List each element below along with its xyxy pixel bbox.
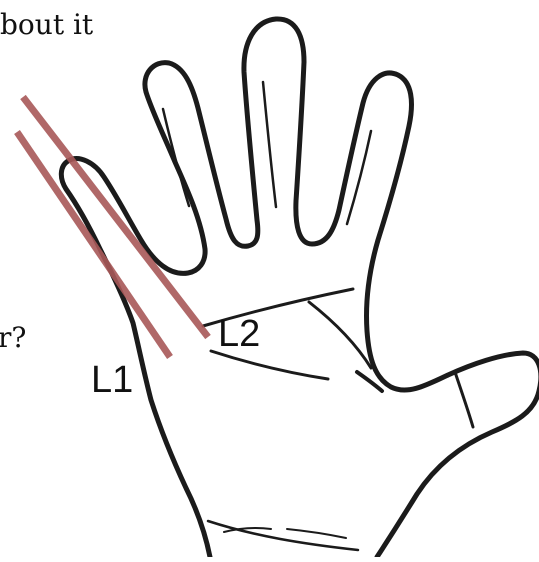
label-l2: L2: [218, 313, 260, 355]
text-fragment-top: bout it: [0, 8, 94, 41]
guide-lines: [17, 97, 208, 357]
text-fragment-left: r?: [0, 321, 26, 354]
label-l1: L1: [91, 359, 133, 401]
line-l2: [23, 97, 208, 337]
hand-outline-icon: [61, 19, 539, 557]
